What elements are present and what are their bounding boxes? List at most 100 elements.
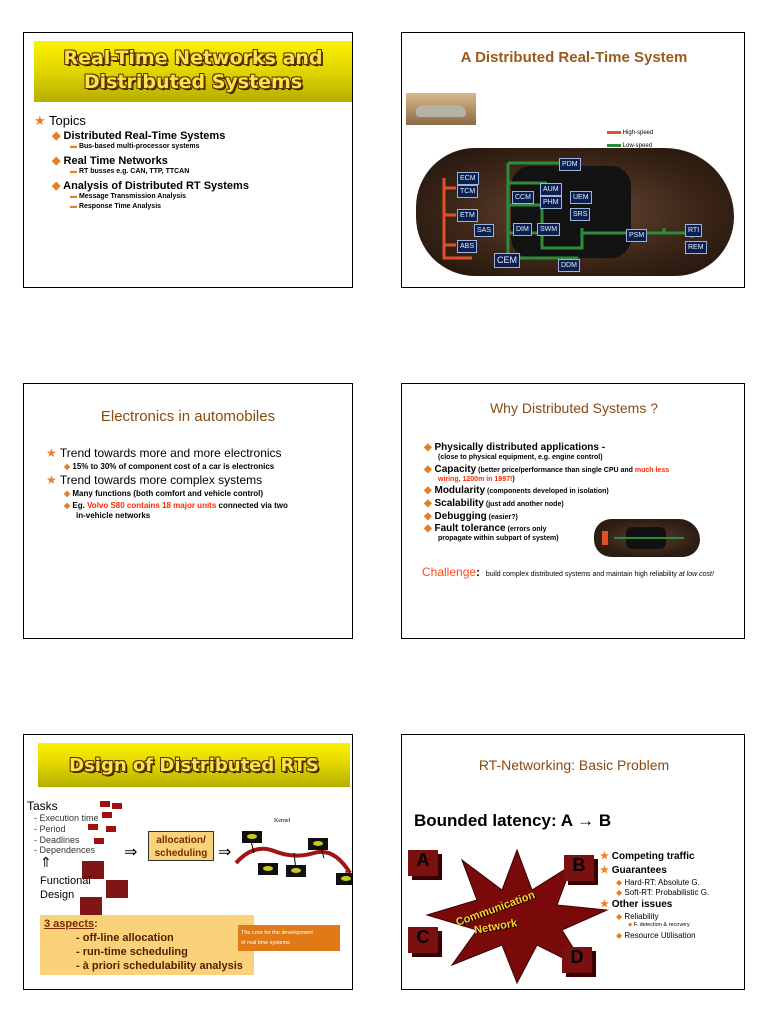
s6-sub-4-label: Resource Utilisation bbox=[624, 931, 696, 940]
legend-high-label: High-speed bbox=[622, 130, 654, 136]
node-ecm: ECM bbox=[457, 172, 479, 185]
car-photo bbox=[406, 93, 476, 125]
task-block bbox=[112, 803, 122, 809]
star-icon: ★ bbox=[46, 473, 57, 487]
aspect-3: - à priori schedulability analysis bbox=[76, 960, 243, 972]
node-b: B bbox=[564, 855, 594, 881]
node-d: D bbox=[562, 947, 592, 973]
legend-low-label: Low-speed bbox=[622, 143, 653, 149]
aspect-1: - off-line allocation bbox=[76, 932, 174, 944]
task-item-1: - Execution time bbox=[34, 813, 99, 823]
s6-bullet-2: ★ Guarantees bbox=[600, 865, 667, 876]
s3-bullet-2: ★ Trend towards more complex systems bbox=[46, 473, 262, 487]
s6-subsub: ◆ F. detection & recovery bbox=[628, 922, 690, 928]
s4-item-2-end: ) bbox=[512, 476, 515, 483]
diamond-icon: ◆ bbox=[52, 180, 61, 192]
high-speed-bus bbox=[442, 178, 472, 260]
aspects-title: 3 aspects: bbox=[44, 918, 98, 930]
s6-sub-1-label: Hard-RT: Absolute G. bbox=[624, 878, 700, 887]
node-tcm: TCM bbox=[457, 185, 479, 198]
s3-bullet-1: ★ Trend towards more and more electronic… bbox=[46, 446, 282, 460]
task-item-4: - Dependences bbox=[34, 845, 96, 855]
star-icon: ★ bbox=[600, 899, 609, 910]
diamond-icon: ◆ bbox=[64, 489, 71, 498]
topic-sub-label: RT busses e.g. CAN, TTP, TTCAN bbox=[78, 168, 190, 175]
arrow-right-icon: → bbox=[577, 811, 595, 830]
task-block bbox=[94, 838, 104, 844]
slide-5-title: Dsign of Distributed RTS bbox=[69, 755, 319, 776]
s3-sub-3-cont: in-vehicle networks bbox=[76, 511, 151, 520]
s4-item-5-label: Debugging bbox=[434, 511, 487, 522]
slide-3-title: Electronics in automobiles bbox=[100, 408, 276, 425]
s6-bullet-2-label: Guarantees bbox=[611, 865, 667, 876]
aspects-title-label: 3 aspects bbox=[44, 918, 95, 930]
s4-item-2-detail: (better price/performance than single CP… bbox=[476, 467, 635, 474]
node-pdm: PDM bbox=[559, 158, 581, 171]
s4-item-3-label: Modularity bbox=[434, 485, 486, 496]
core-line-1: The core for the development bbox=[241, 930, 313, 936]
node-swm: SWM bbox=[537, 223, 561, 236]
slide-2: A Distributed Real-Time System High-spee… bbox=[401, 32, 745, 288]
dash-icon: ▬ bbox=[70, 193, 77, 200]
node-srs: SRS bbox=[570, 208, 591, 221]
slide-2-title: A Distributed Real-Time System bbox=[460, 49, 688, 66]
s6-sub-3-label: Reliability bbox=[624, 912, 659, 921]
node-c-label: C bbox=[416, 927, 430, 947]
topic-item-2: ◆ Real Time Networks bbox=[52, 154, 168, 167]
topic-item-label: Analysis of Distributed RT Systems bbox=[63, 180, 249, 192]
s3-sub-1: ◆ 15% to 30% of component cost of a car … bbox=[64, 462, 274, 471]
s3-sub-2-label: Many functions (both comfort and vehicle… bbox=[72, 489, 264, 498]
s6-bullet-3: ★ Other issues bbox=[600, 899, 672, 910]
node-c: C bbox=[408, 927, 438, 953]
s3-bullet-1-label: Trend towards more and more electronics bbox=[59, 446, 282, 460]
s3-sub-1-label: 15% to 30% of component cost of a car is… bbox=[72, 462, 275, 471]
task-block bbox=[100, 801, 110, 807]
aspects-box bbox=[40, 915, 254, 975]
node-box bbox=[286, 865, 306, 877]
diamond-icon: ◆ bbox=[424, 498, 432, 509]
aspect-2: - run-time scheduling bbox=[76, 946, 188, 958]
legend-high: High-speed bbox=[607, 130, 653, 136]
s4-item-2-cont: wiring, 1200m in 1997!) bbox=[438, 476, 515, 483]
diamond-icon: ◆ bbox=[424, 485, 432, 496]
challenge-italic: at low cost! bbox=[678, 571, 714, 578]
diamond-icon: ◆ bbox=[64, 462, 71, 471]
star-icon: ★ bbox=[46, 446, 57, 460]
node-box bbox=[308, 838, 328, 850]
slide-6-title: RT-Networking: Basic Problem bbox=[478, 757, 670, 773]
title-banner bbox=[34, 41, 352, 102]
allocation-label-1: allocation/ bbox=[156, 835, 206, 846]
aspects-colon: : bbox=[94, 918, 98, 930]
legend-low: Low-speed bbox=[607, 143, 652, 149]
diamond-icon: ◆ bbox=[424, 523, 432, 534]
diamond-icon: ◆ bbox=[424, 464, 432, 475]
s4-item-4: ◆ Scalability (just add another node) bbox=[424, 498, 564, 509]
s6-sub-3: ◆ Reliability bbox=[616, 912, 659, 921]
s4-item-2-label: Capacity bbox=[434, 464, 477, 475]
s6-sub-1: ◆ Hard-RT: Absolute G. bbox=[616, 878, 700, 887]
diamond-icon: ◆ bbox=[64, 501, 71, 510]
diamond-icon: ◆ bbox=[52, 155, 61, 167]
allocation-box: allocation/ scheduling bbox=[148, 831, 214, 861]
s6-sub-2-label: Soft-RT: Probabilistic G. bbox=[624, 888, 710, 897]
latency-heading: Bounded latency: A → B bbox=[414, 811, 611, 831]
core-line-2: of real time systems bbox=[241, 940, 290, 946]
s4-item-1-label: Physically distributed applications - bbox=[434, 442, 606, 453]
slide-4: Why Distributed Systems ? ◆ Physically d… bbox=[401, 383, 745, 639]
diamond-icon: ◆ bbox=[424, 442, 432, 453]
s4-item-1: ◆ Physically distributed applications - bbox=[424, 442, 605, 453]
s4-item-1-sub: (close to physical equipment, e.g. engin… bbox=[438, 454, 603, 461]
design-label: Design bbox=[40, 889, 75, 901]
topic-item-3: ◆ Analysis of Distributed RT Systems bbox=[52, 179, 249, 192]
allocation-label-2: scheduling bbox=[154, 848, 208, 859]
s3-bullet-2-label: Trend towards more complex systems bbox=[59, 473, 263, 487]
s6-sub-2: ◆ Soft-RT: Probabilistic G. bbox=[616, 888, 709, 897]
node-rem: REM bbox=[685, 241, 707, 254]
challenge-label: Challenge bbox=[422, 565, 477, 579]
topic-sub-label: Message Transmission Analysis bbox=[78, 193, 187, 200]
topic-item-1: ◆ Distributed Real-Time Systems bbox=[52, 129, 225, 142]
task-block bbox=[102, 812, 112, 818]
node-rti: RTI bbox=[685, 224, 703, 237]
tasks-label: Tasks bbox=[27, 799, 58, 813]
topic-sub-label: Response Time Analysis bbox=[78, 203, 162, 210]
